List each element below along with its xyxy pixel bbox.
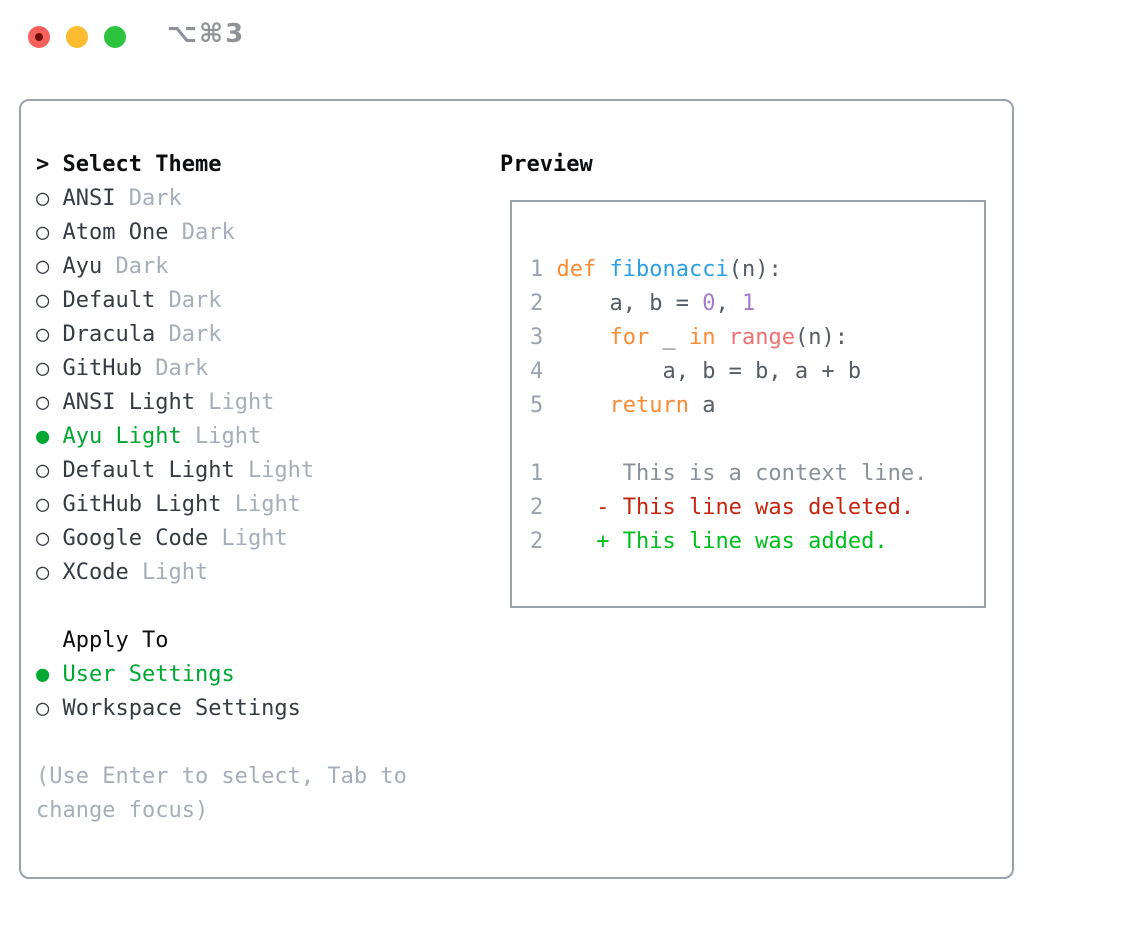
radio-circle-icon: ○ [36,322,50,347]
window-title: ⌥⌘3 [167,19,246,49]
radio-selected-icon: ● [36,662,50,687]
code-line: 5 return a [530,393,716,418]
radio-circle-icon: ○ [36,288,50,313]
line-number: 5 [530,393,544,418]
code-preview: 1 def fibonacci(n): 2 a, b = 0, 1 3 for … [530,253,927,559]
hint-text-line1: (Use Enter to select, Tab to [36,764,407,789]
apply-to-label: Apply To [62,628,169,653]
radio-circle-icon: ○ [36,458,50,483]
theme-option-google-code[interactable]: ○ Google Code Light [36,526,288,551]
code-line: 4 a, b = b, a + b [530,359,862,384]
radio-selected-icon: ● [36,424,50,449]
preview-header: Preview [500,148,593,182]
select-theme-label: Select Theme [62,152,222,177]
diff-deleted-line: 2 - This line was deleted. [530,495,915,520]
preview-pane: 1 def fibonacci(n): 2 a, b = 0, 1 3 for … [510,200,986,608]
apply-option-workspace-settings[interactable]: ○ Workspace Settings [36,696,301,721]
radio-circle-icon: ○ [36,356,50,381]
theme-option-github-light[interactable]: ○ GitHub Light Light [36,492,301,517]
close-button[interactable] [28,26,50,48]
radio-circle-icon: ○ [36,492,50,517]
theme-option-ansi-dark[interactable]: ○ ANSI Dark [36,186,182,211]
theme-option-ayu-light[interactable]: ● Ayu Light Light [36,424,262,449]
theme-option-github-dark[interactable]: ○ GitHub Dark [36,356,209,381]
minimize-button[interactable] [66,26,88,48]
line-number: 2 [530,529,544,554]
apply-option-user-settings[interactable]: ● User Settings [36,662,235,687]
theme-option-default-dark[interactable]: ○ Default Dark [36,288,222,313]
radio-circle-icon: ○ [36,526,50,551]
diff-added-line: 2 + This line was added. [530,529,888,554]
diff-context-line: 1 This is a context line. [530,461,928,486]
line-number: 4 [530,359,544,384]
preview-label: Preview [500,152,593,177]
radio-circle-icon: ○ [36,220,50,245]
apply-to-header: Apply To [36,624,407,658]
radio-circle-icon: ○ [36,696,50,721]
radio-circle-icon: ○ [36,254,50,279]
radio-circle-icon: ○ [36,390,50,415]
line-number: 1 [530,257,544,282]
theme-option-ayu-dark[interactable]: ○ Ayu Dark [36,254,169,279]
theme-option-xcode[interactable]: ○ XCode Light [36,560,209,585]
theme-option-default-light[interactable]: ○ Default Light Light [36,458,315,483]
theme-option-atom-one-dark[interactable]: ○ Atom One Dark [36,220,235,245]
radio-circle-icon: ○ [36,560,50,585]
theme-picker-panel [19,99,1014,879]
theme-list: > Select Theme ○ ANSI Dark ○ Atom One Da… [36,148,407,828]
code-line: 3 for _ in range(n): [530,325,848,350]
line-number: 3 [530,325,544,350]
hint-text-line2: change focus) [36,798,209,823]
line-number: 2 [530,495,544,520]
prompt-caret-icon: > [36,152,50,177]
theme-option-dracula-dark[interactable]: ○ Dracula Dark [36,322,222,347]
code-line: 1 def fibonacci(n): [530,257,782,282]
line-number: 1 [530,461,544,486]
code-line: 2 a, b = 0, 1 [530,291,756,316]
theme-option-ansi-light[interactable]: ○ ANSI Light Light [36,390,275,415]
radio-circle-icon: ○ [36,186,50,211]
blank-line [530,423,927,457]
select-theme-header: > Select Theme [36,148,407,182]
zoom-button[interactable] [104,26,126,48]
line-number: 2 [530,291,544,316]
